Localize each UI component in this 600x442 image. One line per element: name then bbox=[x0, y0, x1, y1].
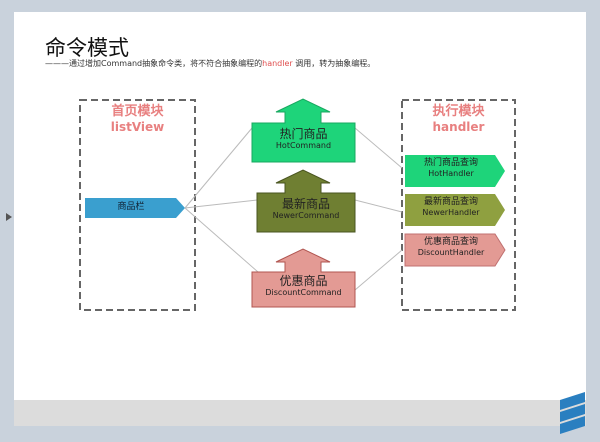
right-module-title: 执行模块 bbox=[432, 104, 485, 119]
hot-command-shape bbox=[251, 98, 356, 163]
discount-handler-en: DiscountHandler bbox=[417, 247, 485, 257]
slide-subtitle: ———通过增加Command抽象命令类，将不符合抽象编程的handler 调用，… bbox=[45, 58, 375, 69]
subtitle-suffix: 调用，转为抽象编程。 bbox=[292, 59, 376, 68]
cursor-marker-icon bbox=[6, 213, 12, 221]
discount-command[interactable]: 优惠商品 DiscountCommand bbox=[252, 274, 355, 298]
discount-command-cn: 优惠商品 bbox=[279, 274, 328, 288]
newer-command-shape bbox=[256, 169, 356, 233]
hot-command[interactable]: 热门商品 HotCommand bbox=[252, 127, 355, 151]
hot-command-en: HotCommand bbox=[275, 141, 332, 151]
item-arrow-shape bbox=[85, 198, 185, 218]
hot-handler-en: HotHandler bbox=[428, 168, 474, 178]
product-bar-item[interactable]: 商品栏 bbox=[117, 202, 145, 212]
slide-title: 命令模式 bbox=[45, 36, 129, 60]
left-module-subtitle: listView bbox=[110, 120, 165, 134]
right-module-subtitle: handler bbox=[432, 120, 485, 134]
subtitle-highlight: handler bbox=[262, 59, 293, 68]
newer-handler-cn: 最新商品查询 bbox=[423, 197, 478, 207]
newer-command-cn: 最新商品 bbox=[281, 197, 330, 211]
discount-command-en: DiscountCommand bbox=[265, 288, 342, 298]
newer-handler-shape bbox=[405, 194, 505, 226]
newer-handler[interactable]: 最新商品查询 NewerHandler bbox=[405, 197, 497, 217]
discount-handler-shape bbox=[404, 233, 506, 267]
newer-handler-en: NewerHandler bbox=[422, 207, 480, 217]
discount-handler-cn: 优惠商品查询 bbox=[423, 237, 478, 247]
hot-handler[interactable]: 热门商品查询 HotHandler bbox=[405, 158, 497, 178]
newer-command[interactable]: 最新商品 NewerCommand bbox=[257, 197, 355, 221]
newer-command-en: NewerCommand bbox=[272, 211, 340, 221]
connector-lines bbox=[184, 127, 403, 291]
discount-command-shape bbox=[251, 248, 356, 308]
slide-footer-bar bbox=[14, 400, 586, 426]
subtitle-prefix: ———通过增加Command抽象命令类，将不符合抽象编程的 bbox=[45, 59, 263, 68]
left-module-box bbox=[79, 99, 196, 311]
left-module-title: 首页模块 bbox=[111, 104, 164, 119]
logo-icon bbox=[560, 392, 585, 434]
right-module-box bbox=[401, 99, 516, 311]
hot-handler-shape bbox=[405, 155, 505, 187]
hot-command-cn: 热门商品 bbox=[279, 127, 328, 141]
discount-handler[interactable]: 优惠商品查询 DiscountHandler bbox=[405, 237, 497, 257]
hot-handler-cn: 热门商品查询 bbox=[423, 158, 478, 168]
